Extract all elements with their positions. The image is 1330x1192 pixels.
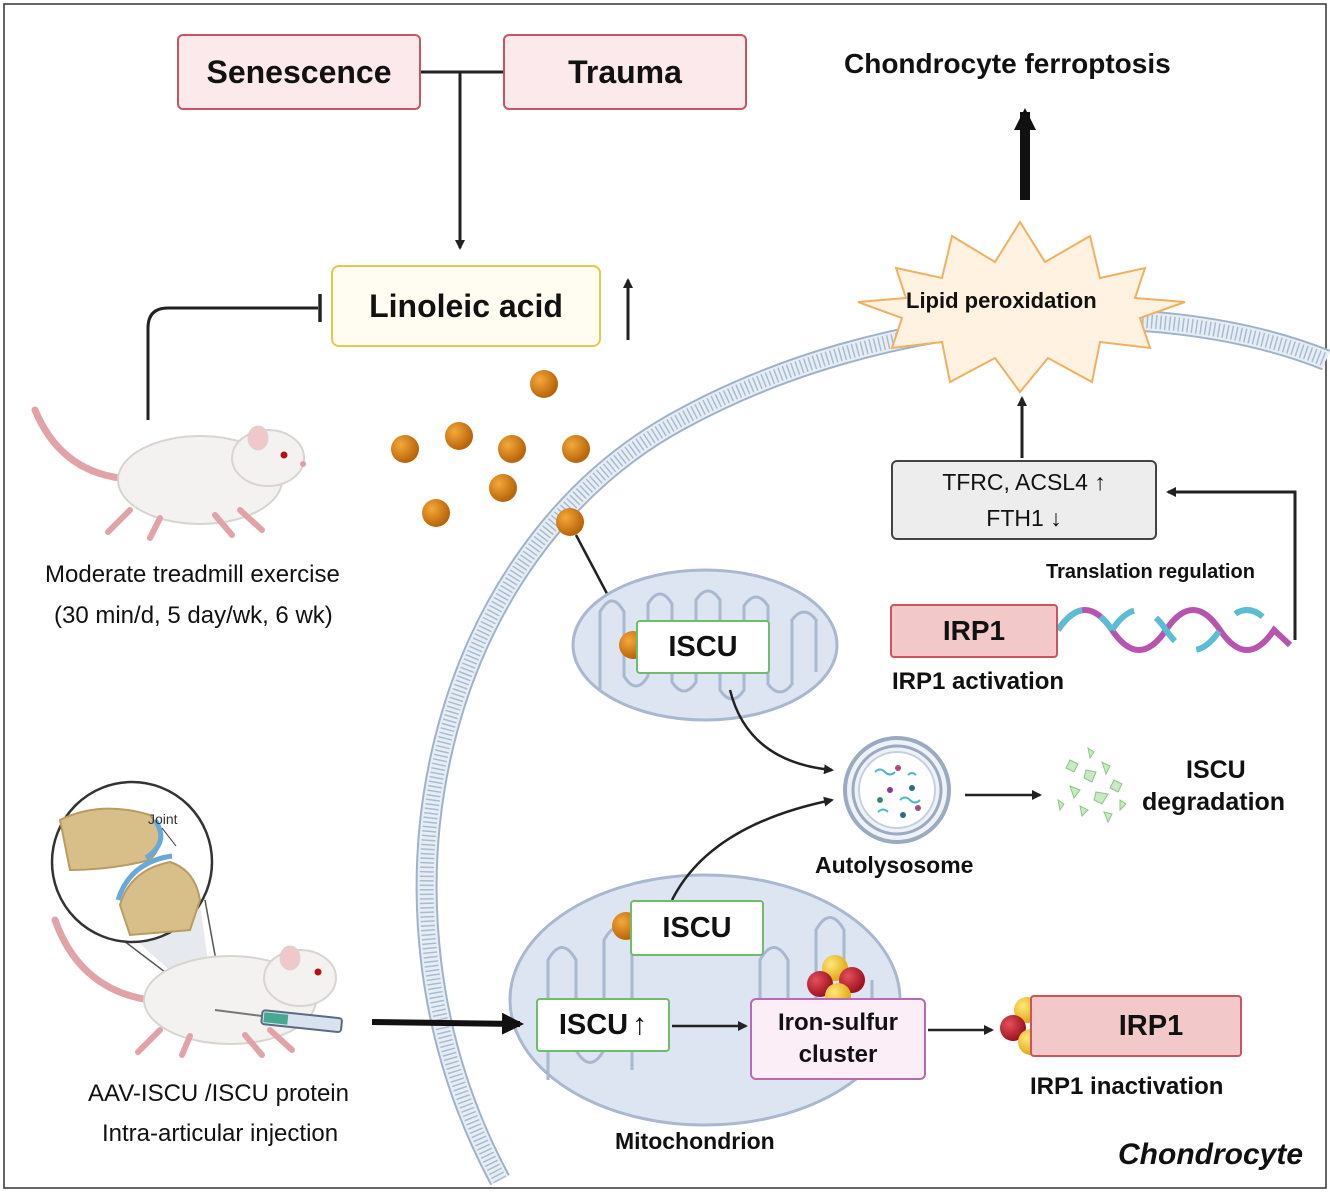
linoleic-particle-icon	[422, 499, 450, 527]
linoleic-particle-icon	[530, 370, 558, 398]
joint-label: Joint	[148, 811, 178, 827]
iscu-lower-box: ISCU	[630, 900, 764, 956]
linoleic-particle-icon	[498, 435, 526, 463]
outer-frame	[3, 3, 1327, 1189]
iron-sulfur-line2: cluster	[798, 1041, 878, 1068]
rat-icon	[31, 406, 306, 541]
linoleic-particles	[391, 370, 590, 536]
iscu-to-autolysosome-arrow	[728, 689, 834, 775]
linoleic-particle-icon	[445, 422, 473, 450]
iscu-upper-label: ISCU	[668, 630, 738, 663]
chondrocyte-label: Chondrocyte	[1118, 1138, 1304, 1171]
linoleic-acid-label: Linoleic acid	[369, 287, 563, 324]
translation-regulation-label: Translation regulation	[1046, 561, 1255, 583]
aav-line1: AAV-ISCU /ISCU protein	[88, 1080, 349, 1107]
linoleic-particle-icon	[556, 508, 584, 536]
chondrocyte-ferroptosis-label: Chondrocyte ferroptosis	[844, 48, 1171, 79]
syringe-icon	[214, 1009, 343, 1034]
iscu-lower-label: ISCU	[662, 911, 732, 944]
injection-arrow	[371, 1012, 524, 1035]
exercise-line2: (30 min/d, 5 day/wk, 6 wk)	[54, 602, 333, 629]
irp1-activation-label: IRP1 activation	[892, 668, 1065, 695]
lipid-peroxidation-label: Lipid peroxidation	[906, 288, 1097, 313]
iron-sulfur-cluster-icon	[807, 955, 865, 1009]
starburst-icon	[857, 220, 1186, 394]
iscu-degradation-line1: ISCU	[1186, 756, 1246, 784]
senescence-label: Senescence	[206, 53, 392, 90]
trauma-box: Trauma	[503, 34, 747, 110]
linoleic-particle-icon	[489, 474, 517, 502]
fth1-label: FTH1 ↓	[986, 505, 1062, 531]
irp1-inactivation-label: IRP1 inactivation	[1030, 1073, 1224, 1100]
degradation-fragments-icon	[1057, 746, 1127, 824]
aav-line2: Intra-articular injection	[102, 1120, 339, 1147]
senescence-box: Senescence	[177, 34, 421, 110]
irp1-inactive-box: IRP1	[1030, 995, 1242, 1057]
tfrc-acsl4-fth1-box: TFRC, ACSL4 ↑ FTH1 ↓	[891, 460, 1157, 540]
inhibition-line	[146, 306, 318, 420]
iscu-overexpression-box: ISCU ↑	[536, 998, 670, 1052]
mitochondrion-label: Mitochondrion	[615, 1128, 775, 1154]
autolysosome-label: Autolysosome	[815, 852, 974, 878]
iscu-lower-to-autolysosome-arrow	[670, 796, 834, 901]
linoleic-particle-icon	[391, 435, 419, 463]
linoleic-particle-icon	[562, 435, 590, 463]
irp1-inactive-label: IRP1	[1118, 1009, 1184, 1042]
iscu-degradation-line2: degradation	[1142, 788, 1286, 816]
iron-sulfur-cluster-box: Iron-sulfur cluster	[750, 998, 926, 1080]
iscu-increase-arrow: ↑	[632, 1008, 648, 1041]
exercise-line1: Moderate treadmill exercise	[45, 561, 340, 588]
iscu-upper-box: ISCU	[636, 620, 770, 674]
irp1-active-label: IRP1	[942, 615, 1006, 646]
tfrc-acsl4-label: TFRC, ACSL4 ↑	[942, 469, 1106, 495]
translation-regulation-arrow	[1166, 487, 1297, 640]
iron-sulfur-line1: Iron-sulfur	[778, 1009, 898, 1036]
irp1-active-box: IRP1	[890, 604, 1058, 658]
mrna-strand-icon	[1055, 607, 1293, 653]
linoleic-acid-box: Linoleic acid	[331, 265, 601, 347]
autolysosome-icon	[843, 736, 951, 844]
iscu-overexpression-label: ISCU	[558, 1008, 629, 1041]
trauma-label: Trauma	[568, 53, 682, 90]
